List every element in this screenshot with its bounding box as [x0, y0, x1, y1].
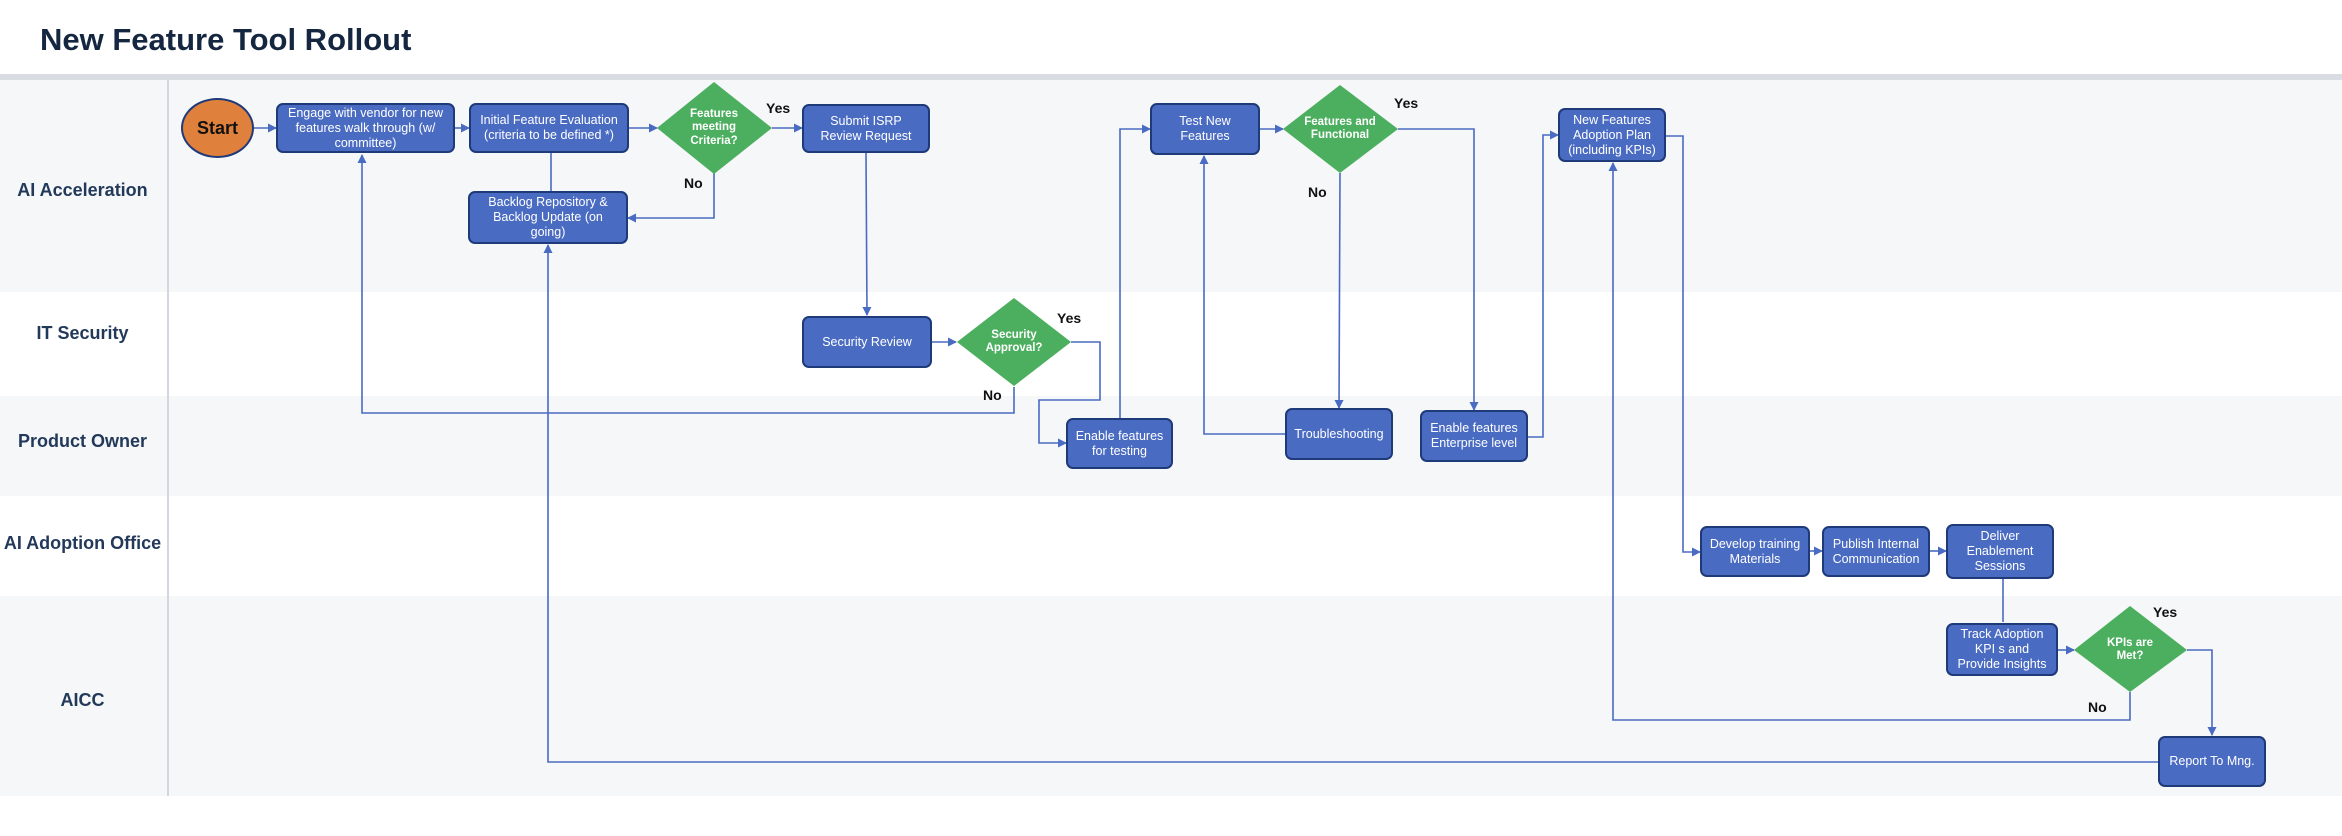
lane-label-product-owner: Product Owner	[17, 431, 147, 451]
lane-label-it-security: IT Security	[36, 323, 129, 343]
node-submit-isrp[interactable]: Submit ISRP Review Request	[802, 104, 930, 153]
node-enable-enterprise[interactable]: Enable features Enterprise level	[1420, 410, 1528, 462]
page-title: New Feature Tool Rollout	[40, 22, 412, 57]
node-develop-training[interactable]: Develop training Materials	[1700, 526, 1810, 577]
node-report-to-mng[interactable]: Report To Mng.	[2158, 736, 2266, 787]
edge-functional-yes-enterprise	[1398, 128, 1479, 411]
start-node[interactable]: Start	[181, 98, 254, 158]
edge-label-criteria-yes: Yes	[766, 100, 791, 116]
edge-approval-no-engage	[357, 154, 1015, 414]
edge-functional-no-troubleshoot	[1334, 172, 1344, 409]
node-initial-evaluation[interactable]: Initial Feature Evaluation (criteria to …	[469, 103, 629, 153]
edge-label-functional-yes: Yes	[1394, 95, 1419, 111]
node-track-adoption[interactable]: Track Adoption KPI s and Provide Insight…	[1946, 623, 2058, 676]
edge-kpis-no-adoption	[1608, 162, 2131, 721]
node-troubleshooting[interactable]: Troubleshooting	[1285, 408, 1393, 460]
edge-label-criteria-no: No	[684, 175, 703, 191]
node-adoption-plan[interactable]: New Features Adoption Plan (including KP…	[1558, 108, 1666, 162]
decision-security-approval	[957, 298, 1071, 386]
decision-features-criteria-label: Features meeting Criteria?	[690, 108, 738, 147]
decision-features-functional	[1283, 85, 1398, 173]
edge-enterprise-adoption	[1528, 130, 1559, 438]
edge-label-security-no: No	[983, 387, 1002, 403]
edge-criteria-backlog	[627, 173, 715, 223]
lane-label-ai-acceleration: AI Acceleration	[17, 180, 148, 200]
node-publish-communication[interactable]: Publish Internal Communication	[1822, 526, 1930, 577]
edge-troubleshoot-testnew	[1199, 155, 1285, 435]
decision-security-approval-label: Security Approval?	[985, 328, 1043, 354]
edge-adoption-training	[1666, 135, 1701, 557]
node-test-new-features[interactable]: Test New Features	[1150, 103, 1260, 155]
decision-features-functional-label: Features and Functional	[1304, 115, 1376, 141]
node-enable-testing[interactable]: Enable features for testing	[1066, 418, 1173, 469]
edge-report-backlog	[543, 244, 2158, 763]
edge-approval-yes-testing	[1038, 341, 1101, 448]
node-backlog[interactable]: Backlog Repository & Backlog Update (on …	[468, 191, 628, 244]
edge-label-kpis-no: No	[2088, 699, 2107, 715]
decision-features-criteria	[657, 82, 772, 174]
lane-label-ai-adoption-office: AI Adoption Office	[3, 533, 162, 553]
edge-label-kpis-yes: Yes	[2153, 604, 2178, 620]
edge-kpis-yes-report	[2187, 649, 2217, 736]
node-engage-vendor[interactable]: Engage with vendor for new features walk…	[276, 103, 455, 153]
decision-kpis-met	[2074, 606, 2187, 692]
title-divider	[0, 74, 2342, 80]
edge-isrp-security	[862, 152, 872, 316]
edge-label-security-yes: Yes	[1057, 310, 1082, 326]
edge-testing-testnew	[1119, 124, 1151, 418]
node-security-review[interactable]: Security Review	[802, 316, 932, 368]
lane-label-aicc: AICC	[60, 690, 105, 710]
lane-it-security	[0, 292, 2342, 396]
node-deliver-sessions[interactable]: Deliver Enablement Sessions	[1946, 524, 2054, 579]
decision-kpis-met-label: KPIs are Met?	[2106, 636, 2154, 662]
edge-label-functional-no: No	[1308, 184, 1327, 200]
lane-label-divider	[167, 80, 169, 796]
